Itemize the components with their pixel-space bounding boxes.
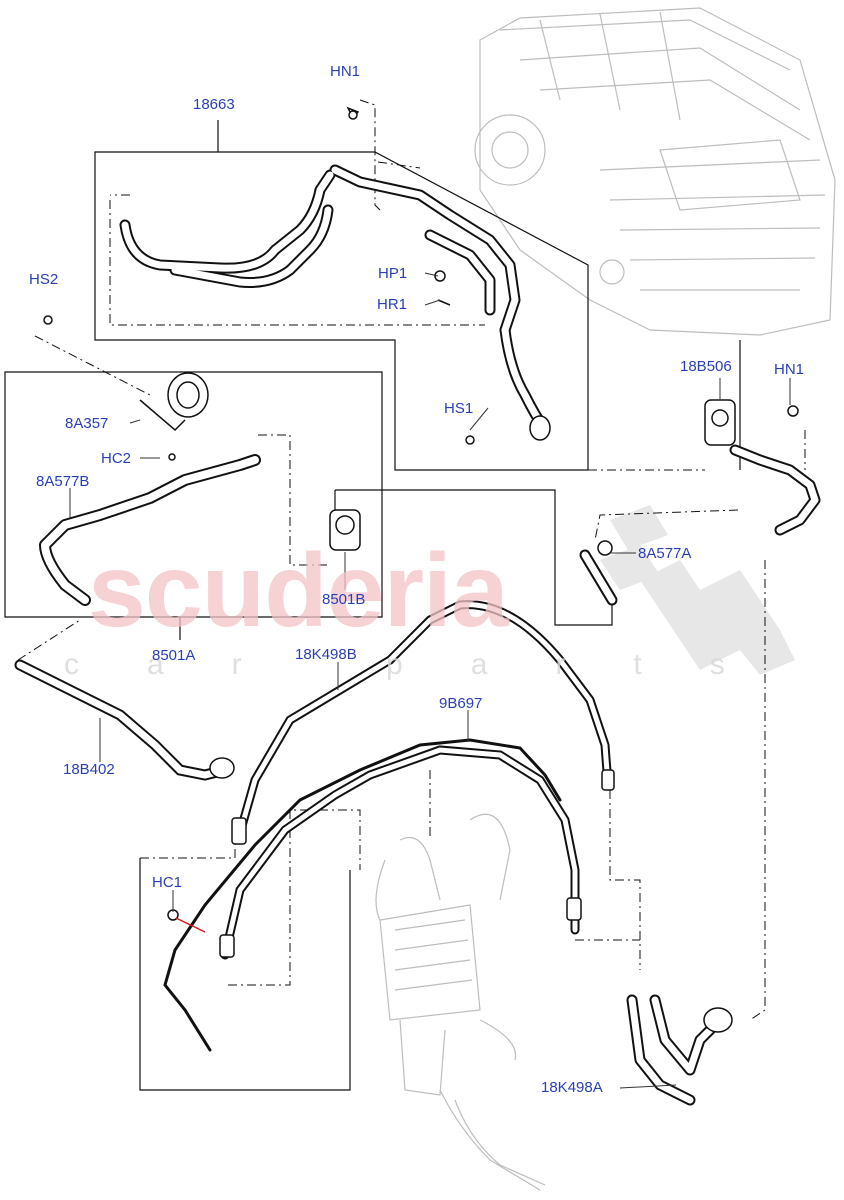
pipe-9b697 [163, 738, 562, 1052]
label-hc2: HC2 [101, 450, 132, 467]
hose-18b402-inner [16, 661, 229, 779]
label-18663: 18663 [193, 96, 235, 113]
hose-18663-inner [121, 166, 549, 434]
hose-right-inner [581, 446, 819, 1104]
hose-8501a-inner [41, 456, 259, 604]
label-8a577b: 8A577B [36, 473, 90, 490]
watermark-subtext: car parts [64, 648, 793, 681]
parts [43, 106, 799, 1033]
group-boxes [4, 120, 741, 1091]
hc1-callout-red [175, 917, 206, 933]
label-8a357: 8A357 [65, 415, 109, 432]
label-18b506: 18B506 [680, 358, 732, 375]
label-8a577a: 8A577A [638, 545, 692, 562]
leader-lines [69, 272, 791, 1089]
label-9b697: 9B697 [439, 695, 483, 712]
label-hp1: HP1 [378, 265, 408, 282]
label-hr1: HR1 [377, 296, 408, 313]
label-18k498b: 18K498B [295, 646, 357, 663]
hvac-unit-ghost [474, 7, 836, 336]
label-8501a: 8501A [152, 647, 196, 664]
watermark-flag [600, 505, 795, 675]
label-8501b: 8501B [322, 591, 366, 608]
label-hs1: HS1 [444, 400, 474, 417]
label-hs2: HS2 [29, 271, 59, 288]
hose-18k498b-inner [222, 602, 611, 958]
label-18b402: 18B402 [63, 761, 115, 778]
label-hn1-right: HN1 [774, 361, 805, 378]
heater-unit-ghost [375, 813, 546, 1191]
label-18k498a: 18K498A [541, 1079, 603, 1096]
label-hc1: HC1 [152, 874, 183, 891]
label-hn1-top: HN1 [330, 63, 361, 80]
hose-right [579, 444, 821, 1106]
watermark-text: scuderia [88, 533, 509, 649]
